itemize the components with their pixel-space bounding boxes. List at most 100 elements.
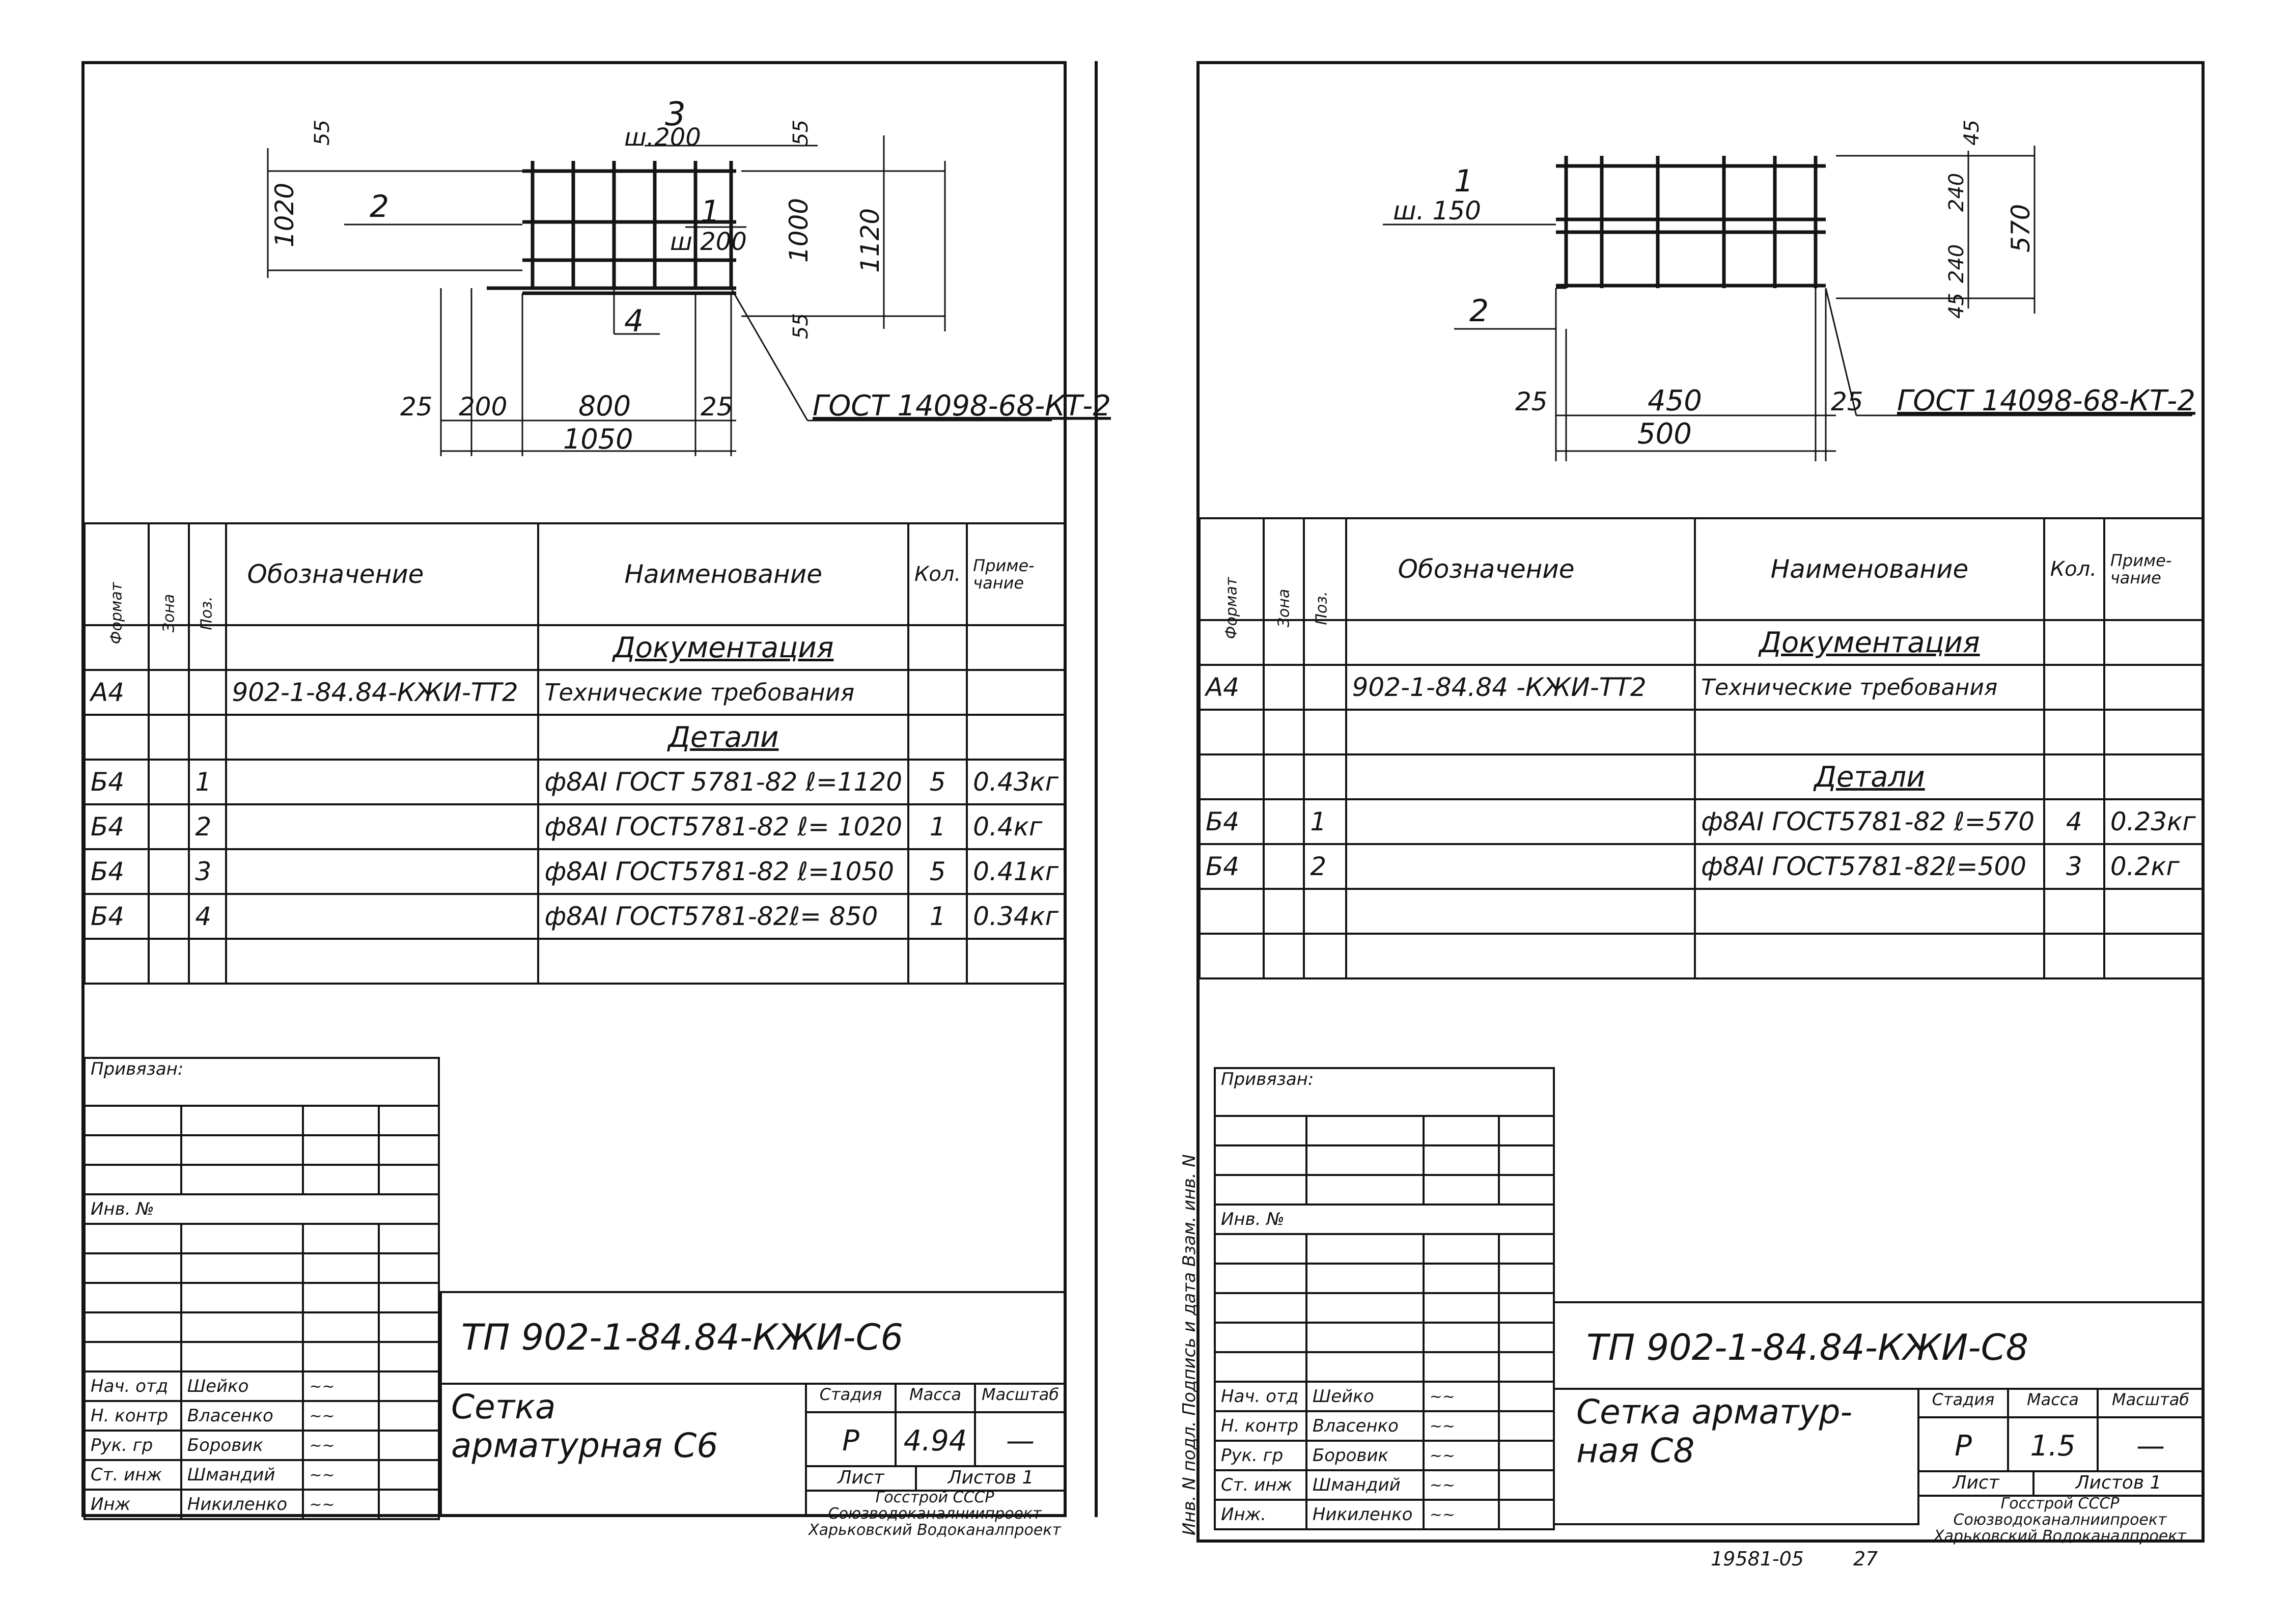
table-row (1199, 933, 2204, 979)
signature: ~~ (302, 1370, 380, 1402)
scale-header: Масштаб (974, 1383, 1067, 1413)
specification-table: Формат Зона Поз. Обозначение Наименовани… (83, 522, 1066, 985)
col-qty-header: Кол. (907, 522, 968, 626)
table-row: Детали (83, 714, 1066, 761)
signature: ~~ (302, 1430, 380, 1461)
col-qty-header: Кол. (2043, 517, 2105, 621)
cell-name: ф8АI ГОСТ5781-82 ℓ=1050 (537, 848, 910, 895)
col-format-header: Формат (83, 522, 150, 644)
cell-note: 0.41кг (966, 848, 1066, 895)
mass-header: Масса (2007, 1388, 2099, 1418)
section-parts: Детали (1694, 753, 2045, 800)
cell-name: ф8АI ГОСТ5781-82ℓ=500 (1694, 843, 2045, 890)
col-format-header: Формат (1199, 517, 1265, 639)
signature: ~~ (1422, 1381, 1500, 1412)
staff-name: Никиленко (180, 1489, 304, 1520)
table-row (1199, 888, 2204, 935)
staff-name: Шейко (1305, 1381, 1425, 1412)
dim-240-top: 240 (1945, 173, 1968, 212)
table-row: Детали (1199, 753, 2204, 800)
privyazan-label: Привязан: (83, 1057, 440, 1107)
inventory-label: Инв. № (1214, 1203, 1555, 1235)
sheet-header: Лист (1917, 1470, 2035, 1497)
staff-name: Власенко (180, 1400, 304, 1432)
table-row: Б4 3 ф8АI ГОСТ5781-82 ℓ=1050 5 0.41кг (83, 848, 1066, 895)
organization: Госстрой СССР Союзводоканалниипроект Хар… (809, 1489, 1061, 1539)
mass-header: Масса (895, 1383, 976, 1413)
signature: ~~ (302, 1459, 380, 1491)
staff-role: Инж (83, 1489, 182, 1520)
document-code: ТП 902-1-84.84-КЖИ-С6 (461, 1317, 904, 1358)
dim-200: 200 (459, 392, 507, 422)
staff-name: Боровик (180, 1430, 304, 1461)
drawing-title: Сетка арматурная С6 (451, 1387, 718, 1465)
dim-1020: 1020 (270, 183, 299, 247)
dim-pos2-label: 2 (1469, 293, 1489, 329)
dim-pitch3-label: ш.200 (624, 123, 701, 152)
dim-45-top: 45 (1960, 120, 1984, 146)
mass-value: 4.94 (895, 1411, 976, 1467)
cell-note: 0.2кг (2103, 843, 2204, 890)
dim-25-right: 25 (701, 392, 733, 422)
table-row: Документация (1199, 619, 2204, 666)
dim-25-left: 25 (1515, 387, 1548, 416)
staff-role: Рук. гр (1214, 1440, 1307, 1471)
staff-role: Ст. инж (1214, 1469, 1307, 1501)
cell-format: Б4 (1199, 843, 1265, 890)
dim-45-bottom: 45 (1945, 293, 1968, 319)
signature: ~~ (1422, 1410, 1500, 1442)
specification-table: Формат Зона Поз. Обозначение Наименовани… (1199, 517, 2204, 979)
cell-note: 0.23кг (2103, 798, 2204, 845)
dim-55-top-right: 55 (789, 120, 813, 146)
table-row (83, 938, 1066, 985)
cell-name: ф8АI ГОСТ5781-82ℓ= 850 (537, 893, 910, 940)
table-row: Б4 1 ф8АI ГОСТ 5781-82 ℓ=1120 5 0.43кг (83, 759, 1066, 805)
cell-name: ф8АI ГОСТ5781-82 ℓ= 1020 (537, 803, 910, 850)
sheets-count: Листов 1 (915, 1465, 1067, 1492)
staff-name: Власенко (1305, 1410, 1425, 1442)
col-note-header: Приме-чание (2103, 517, 2204, 621)
col-name-header: Наименование (537, 522, 910, 626)
organization: Госстрой СССР Союзводоканалниипроект Хар… (1934, 1495, 2186, 1545)
scale-header: Масштаб (2097, 1388, 2205, 1418)
dim-1050: 1050 (563, 423, 633, 455)
signature: ~~ (1422, 1440, 1500, 1471)
cell-qty: 1 (907, 803, 968, 850)
cell-pos: 1 (1303, 798, 1347, 845)
dim-450: 450 (1648, 384, 1702, 417)
cell-designation: 902-1-84.84-КЖИ-ТТ2 (225, 669, 540, 716)
stage-header: Стадия (1917, 1388, 2009, 1418)
signature: ~~ (302, 1489, 380, 1520)
cell-name: ф8АI ГОСТ5781-82 ℓ=570 (1694, 798, 2045, 845)
col-zone-header: Зона (1262, 517, 1305, 627)
document-code: ТП 902-1-84.84-КЖИ-С8 (1586, 1327, 2029, 1368)
cell-designation: 902-1-84.84 -КЖИ-ТТ2 (1345, 664, 1696, 711)
drawing-sheet-right: 1 ш. 150 2 45 240 240 45 570 25 450 25 5… (1179, 61, 2205, 1545)
dim-pos3-label: 3 (665, 96, 686, 133)
sheets-count: Листов 1 (2032, 1470, 2205, 1497)
table-row: Б4 4 ф8АI ГОСТ5781-82ℓ= 850 1 0.34кг (83, 893, 1066, 940)
dim-1120: 1120 (855, 208, 885, 273)
mesh-drawing-c6: 3 ш.200 1 ш.200 2 4 55 55 55 1020 1000 1… (267, 96, 1111, 456)
section-documentation: Документация (1694, 619, 2045, 666)
cell-format: Б4 (83, 848, 150, 895)
cell-format: Б4 (83, 893, 150, 940)
privyazan-label: Привязан: (1214, 1067, 1555, 1117)
dim-pitch1-label: ш. 150 (1393, 196, 1481, 226)
dim-800: 800 (578, 390, 631, 422)
cell-qty: 3 (2043, 843, 2105, 890)
col-note-header: Приме-чание (966, 522, 1066, 626)
cell-pos: 3 (188, 848, 227, 895)
dim-500: 500 (1637, 417, 1692, 451)
staff-role: Нач. отд (1214, 1381, 1307, 1412)
cell-format: А4 (83, 669, 150, 716)
table-row: А4 902-1-84.84-КЖИ-ТТ2 Технические требо… (83, 669, 1066, 716)
cell-name: ф8АI ГОСТ 5781-82 ℓ=1120 (537, 759, 910, 805)
staff-role: Ст. инж (83, 1459, 182, 1491)
cell-note: 0.43кг (966, 759, 1066, 805)
dim-pos4-label: 4 (624, 303, 644, 339)
dim-pitch1-label: ш.200 (670, 228, 747, 256)
mass-value: 1.5 (2007, 1416, 2099, 1472)
cell-qty: 5 (907, 759, 968, 805)
